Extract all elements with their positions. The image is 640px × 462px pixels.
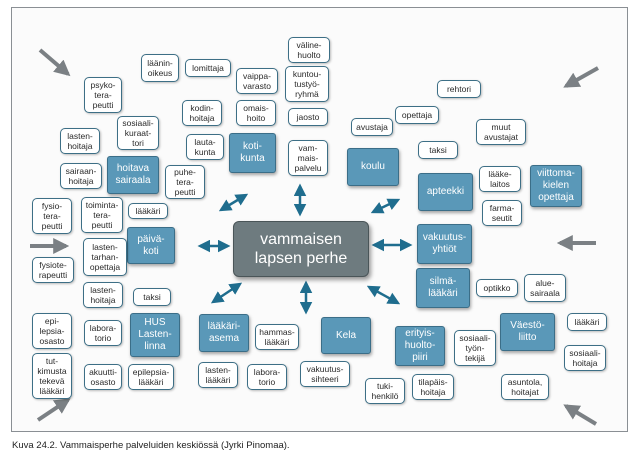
box-sosiaalikuraattori: sosiaali- kuraat- tori bbox=[117, 116, 159, 150]
category-vaestoliitto: Väestö- liitto bbox=[500, 313, 555, 351]
box-laakari-sairaala: lääkäri bbox=[128, 203, 168, 219]
arrow-to-laakariasema bbox=[210, 282, 243, 304]
corner-arrow-top-right bbox=[563, 66, 599, 88]
corner-arrow-bottom-left bbox=[36, 398, 71, 422]
box-avustaja: avustaja bbox=[351, 118, 393, 136]
box-toimintaterapeutti: toiminta- tera- peutti bbox=[81, 197, 123, 233]
box-lastenhoitaja-top: lasten- hoitaja bbox=[60, 128, 100, 154]
figure-caption: Kuva 24.2. Vammaisperhe palveluiden kesk… bbox=[12, 440, 290, 451]
box-opettaja: opettaja bbox=[395, 106, 439, 124]
box-hammaslaakari: hammas- lääkäri bbox=[255, 324, 299, 350]
category-hus-lastenlinna: HUS Lasten- linna bbox=[130, 313, 180, 357]
box-akuuttiosasto: akuutti- osasto bbox=[84, 364, 122, 390]
box-valinehuolto: väline- huolto bbox=[288, 37, 330, 63]
box-sairaanhoitaja: sairaan- hoitaja bbox=[60, 163, 102, 189]
box-fysioterapeutti-top: fysio- tera- peutti bbox=[32, 198, 72, 234]
box-tukihenkilo: tuki- henkilö bbox=[365, 378, 405, 404]
box-muut-avustajat: muut avustajat bbox=[476, 119, 526, 145]
box-farmaseutit: farma- seutit bbox=[482, 200, 522, 226]
corner-arrow-top-left bbox=[38, 48, 71, 77]
box-taksi-mid: taksi bbox=[133, 288, 171, 306]
arrow-to-koulu bbox=[370, 198, 401, 214]
category-kotikunta: koti- kunta bbox=[229, 133, 276, 173]
box-lastenhoitaja-mid: lasten- hoitaja bbox=[83, 282, 123, 308]
box-lautakunta: lauta- kunta bbox=[186, 134, 224, 160]
box-vakuutussihteeri: vakuutus- sihteeri bbox=[300, 361, 350, 387]
box-psykoterapeutti: psyko- tera- peutti bbox=[84, 77, 122, 113]
box-lastenlaakari: lasten- lääkäri bbox=[198, 362, 238, 388]
box-lomittaja: lomittaja bbox=[185, 59, 231, 77]
box-vaippavarasto: vaippa- varasto bbox=[236, 68, 278, 94]
category-kela: Kela bbox=[321, 317, 371, 354]
arrow-to-kotikunta bbox=[218, 193, 249, 212]
box-jaosto: jaosto bbox=[288, 108, 328, 126]
category-koulu: koulu bbox=[347, 148, 399, 186]
category-hoitava-sairaala: hoitava sairaala bbox=[107, 156, 159, 194]
box-laakari-right: lääkäri bbox=[567, 313, 607, 331]
category-laakariasema: lääkäri- asema bbox=[199, 314, 249, 352]
box-puheterapeutti: puhe- tera- peutti bbox=[165, 165, 205, 199]
category-apteekki: apteekki bbox=[418, 173, 473, 211]
box-laakelaitos: lääke- laitos bbox=[479, 166, 521, 192]
box-laboratorio-left: labora- torio bbox=[84, 320, 122, 346]
box-omaishoito: omais- hoito bbox=[236, 100, 276, 126]
corner-arrow-bottom-right bbox=[563, 404, 598, 426]
box-kuntoutustyoryhma: kuntou- tustyö- ryhmä bbox=[285, 66, 329, 102]
box-taksi-top: taksi bbox=[418, 141, 458, 159]
box-epilepsiaosasto: epi- lepsia- osasto bbox=[32, 313, 72, 349]
category-vakuutusyhtiot: vakuutus- yhtiöt bbox=[417, 224, 472, 264]
category-erityishuoltopiiri: erityis- huolto- piiri bbox=[395, 326, 445, 366]
box-rehtori: rehtori bbox=[437, 80, 481, 98]
box-fysioterapeutti-left: fysiote- rapeutti bbox=[32, 257, 74, 283]
box-kodinhoitaja: kodin- hoitaja bbox=[182, 100, 222, 126]
center-vammaisen-lapsen-perhe: vammaisen lapsen perhe bbox=[233, 221, 369, 277]
arrow-to-silmalaakari bbox=[366, 285, 401, 305]
box-epilepsialaakari: epilepsia- lääkäri bbox=[128, 364, 174, 390]
box-sosiaalihoitaja: sosiaali- hoitaja bbox=[564, 345, 606, 371]
box-tilapaishoitaja: tilapäis- hoitaja bbox=[412, 374, 454, 400]
category-silmalaakari: silmä- lääkäri bbox=[416, 268, 470, 308]
box-laboratorio-bottom: labora- torio bbox=[247, 364, 287, 390]
box-tutkimustekeva-laakari: tut- kimusta tekevä lääkäri bbox=[32, 353, 72, 399]
box-aluesairaala: alue- sairaala bbox=[524, 274, 566, 302]
box-sosiaalityontekija: sosiaali- työn- tekijä bbox=[454, 330, 496, 366]
box-vammaispalvelu: vam- mais- palvelu bbox=[288, 140, 328, 176]
box-asuntola-hoitajat: asuntola, hoitajat bbox=[501, 374, 549, 400]
box-laaninoikeus: läänin- oikeus bbox=[141, 54, 179, 82]
category-paivakoti: päivä- koti bbox=[127, 227, 175, 264]
box-lastentarhanopettaja: lasten- tarhan- opettaja bbox=[83, 238, 127, 276]
box-optikko: optikko bbox=[476, 279, 518, 297]
category-viittomakielen-opettaja: viittoma- kielen opettaja bbox=[530, 165, 582, 207]
